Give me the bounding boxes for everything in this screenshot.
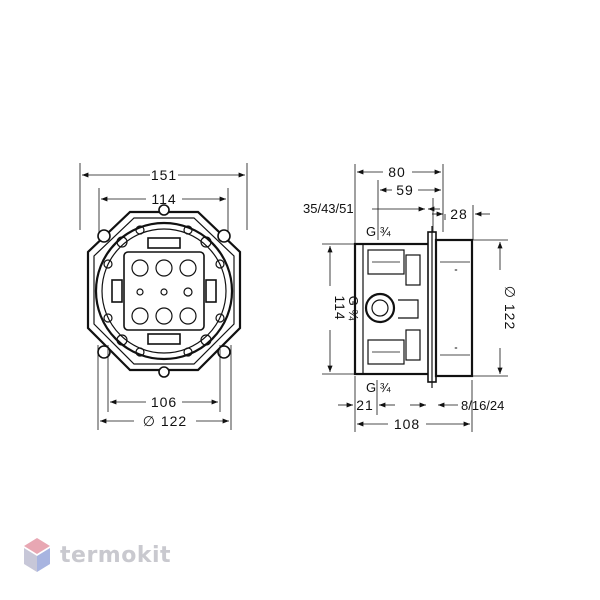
termokit-logo-icon <box>24 538 50 572</box>
ring-screws <box>103 225 225 357</box>
dim-151: 151 <box>151 167 177 183</box>
dim-80: 80 <box>388 164 406 180</box>
dim-108: 108 <box>394 416 420 432</box>
dim-35-43-51: 35/43/51 <box>303 201 354 216</box>
thread-label-left: G ¾ <box>346 296 361 321</box>
front-view: 151 114 <box>79 163 248 430</box>
svg-text:=: = <box>455 268 458 274</box>
dim-114-left: 114 <box>332 295 348 320</box>
dim-106: 106 <box>151 394 177 410</box>
dim-diameter-122-front: ∅ 122 <box>143 413 187 429</box>
dim-8-16-24: 8/16/24 <box>461 398 504 413</box>
watermark: termokit <box>22 535 171 575</box>
svg-text:=: = <box>455 346 458 352</box>
side-view: 80 59 35/43/51 28 G ¾ 114 G ¾ <box>303 164 518 432</box>
watermark-brand: termokit <box>60 542 172 568</box>
dim-diameter-122-side: ∅ 122 <box>502 286 518 330</box>
dim-59: 59 <box>396 182 414 198</box>
dim-21: 21 <box>356 397 374 413</box>
dim-114-top: 114 <box>151 191 176 207</box>
port-holes <box>131 259 197 325</box>
thread-label-top: G ¾ <box>366 224 391 239</box>
dim-28: 28 <box>450 206 468 222</box>
thread-label-bottom: G ¾ <box>366 380 391 395</box>
